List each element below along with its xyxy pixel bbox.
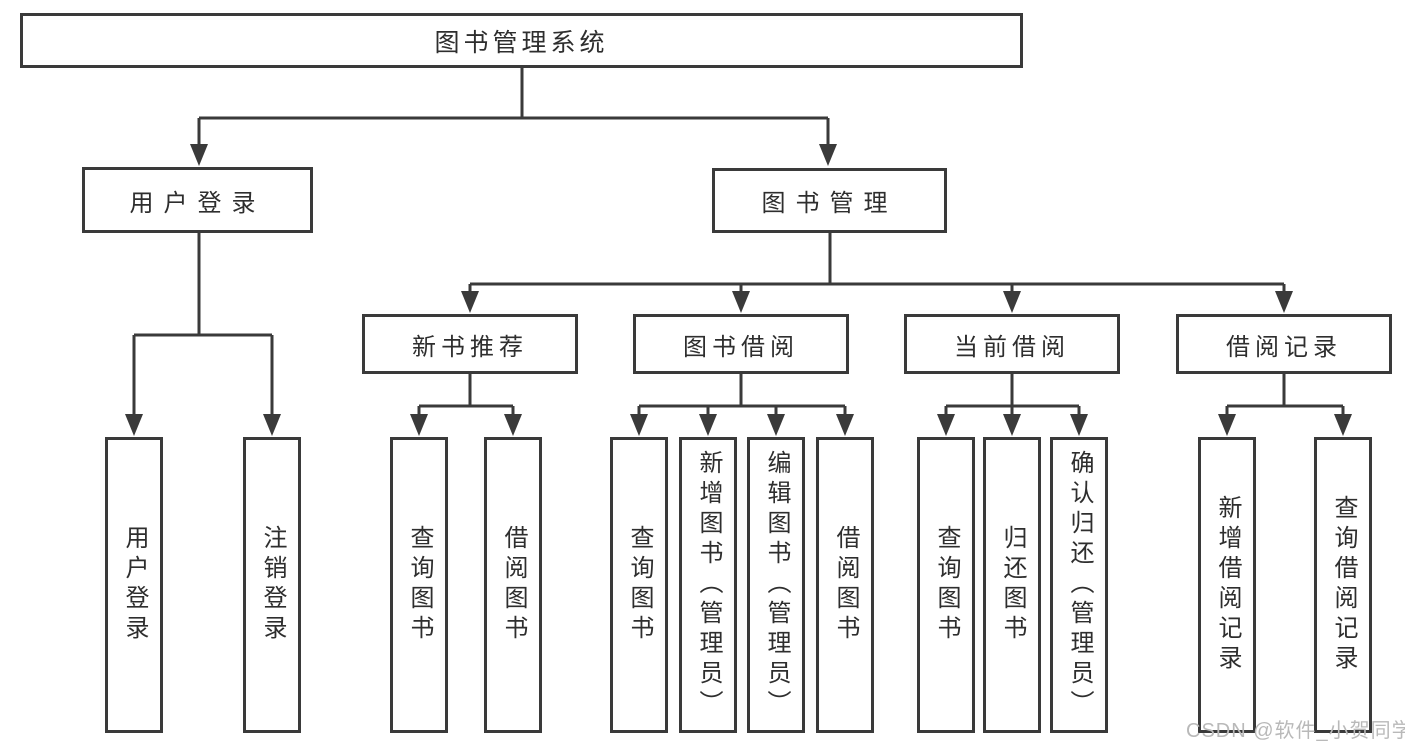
node-user-login-branch: 用户登录 <box>82 167 313 233</box>
leaf-label: 查询图书 <box>933 525 960 645</box>
node-leaf-confirm-return-admin: 确认归还（管理员） <box>1050 437 1108 733</box>
node-borrow-record: 借阅记录 <box>1176 314 1392 374</box>
node-leaf-add-book-admin: 新增图书（管理员） <box>679 437 737 733</box>
arrow-down-icon <box>504 414 522 436</box>
node-current-borrow: 当前借阅 <box>904 314 1120 374</box>
arrow-down-icon <box>1070 414 1088 436</box>
connector-current-children <box>944 374 1081 416</box>
csdn-watermark: CSDN @软件_小贺同学 <box>1186 720 1405 742</box>
leaf-label: 新增图书（管理员） <box>695 450 722 720</box>
connector-recommend-children <box>417 374 515 416</box>
arrow-down-icon <box>732 291 750 313</box>
connector-login-to-children <box>132 233 274 416</box>
node-leaf-user-login: 用户登录 <box>105 437 163 733</box>
arrow-down-icon <box>1003 414 1021 436</box>
arrow-down-icon <box>699 414 717 436</box>
leaf-label: 查询图书 <box>626 525 653 645</box>
arrow-down-icon <box>819 144 837 166</box>
leaf-label: 注销登录 <box>259 525 286 645</box>
connector-root-to-level1 <box>197 68 830 146</box>
node-leaf-borrow-books-recommend: 借阅图书 <box>484 437 542 733</box>
leaf-label: 查询借阅记录 <box>1330 495 1357 675</box>
arrow-down-icon <box>263 414 281 436</box>
leaf-label: 确认归还（管理员） <box>1066 450 1093 720</box>
node-root-system: 图书管理系统 <box>20 13 1023 68</box>
leaf-label: 借阅图书 <box>500 525 527 645</box>
connector-mgmt-to-level2 <box>468 233 1286 293</box>
arrow-down-icon <box>1218 414 1236 436</box>
arrow-down-icon <box>190 144 208 166</box>
arrow-down-icon <box>836 414 854 436</box>
connector-borrow-children <box>637 374 847 416</box>
node-new-book-recommend: 新书推荐 <box>362 314 578 374</box>
node-leaf-query-borrow-record: 查询借阅记录 <box>1314 437 1372 733</box>
node-leaf-logout: 注销登录 <box>243 437 301 733</box>
arrow-down-icon <box>1003 291 1021 313</box>
arrowheads <box>125 144 1352 436</box>
node-leaf-query-books-borrow: 查询图书 <box>610 437 668 733</box>
leaf-label: 编辑图书（管理员） <box>763 450 790 720</box>
arrow-down-icon <box>937 414 955 436</box>
arrow-down-icon <box>461 291 479 313</box>
arrow-down-icon <box>1275 291 1293 313</box>
arrow-down-icon <box>630 414 648 436</box>
leaf-label: 用户登录 <box>121 525 148 645</box>
node-book-borrow: 图书借阅 <box>633 314 849 374</box>
node-leaf-query-books-recommend: 查询图书 <box>390 437 448 733</box>
node-leaf-add-borrow-record: 新增借阅记录 <box>1198 437 1256 733</box>
node-book-management-branch: 图书管理 <box>712 168 947 233</box>
node-leaf-borrow-book: 借阅图书 <box>816 437 874 733</box>
node-leaf-query-books-current: 查询图书 <box>917 437 975 733</box>
leaf-label: 归还图书 <box>999 525 1026 645</box>
leaf-label: 新增借阅记录 <box>1214 495 1241 675</box>
leaf-label: 查询图书 <box>406 525 433 645</box>
node-leaf-return-book: 归还图书 <box>983 437 1041 733</box>
leaf-label: 借阅图书 <box>832 525 859 645</box>
arrow-down-icon <box>767 414 785 436</box>
arrow-down-icon <box>125 414 143 436</box>
arrow-down-icon <box>410 414 428 436</box>
arrow-down-icon <box>1334 414 1352 436</box>
node-leaf-edit-book-admin: 编辑图书（管理员） <box>747 437 805 733</box>
connector-record-children <box>1225 374 1345 416</box>
